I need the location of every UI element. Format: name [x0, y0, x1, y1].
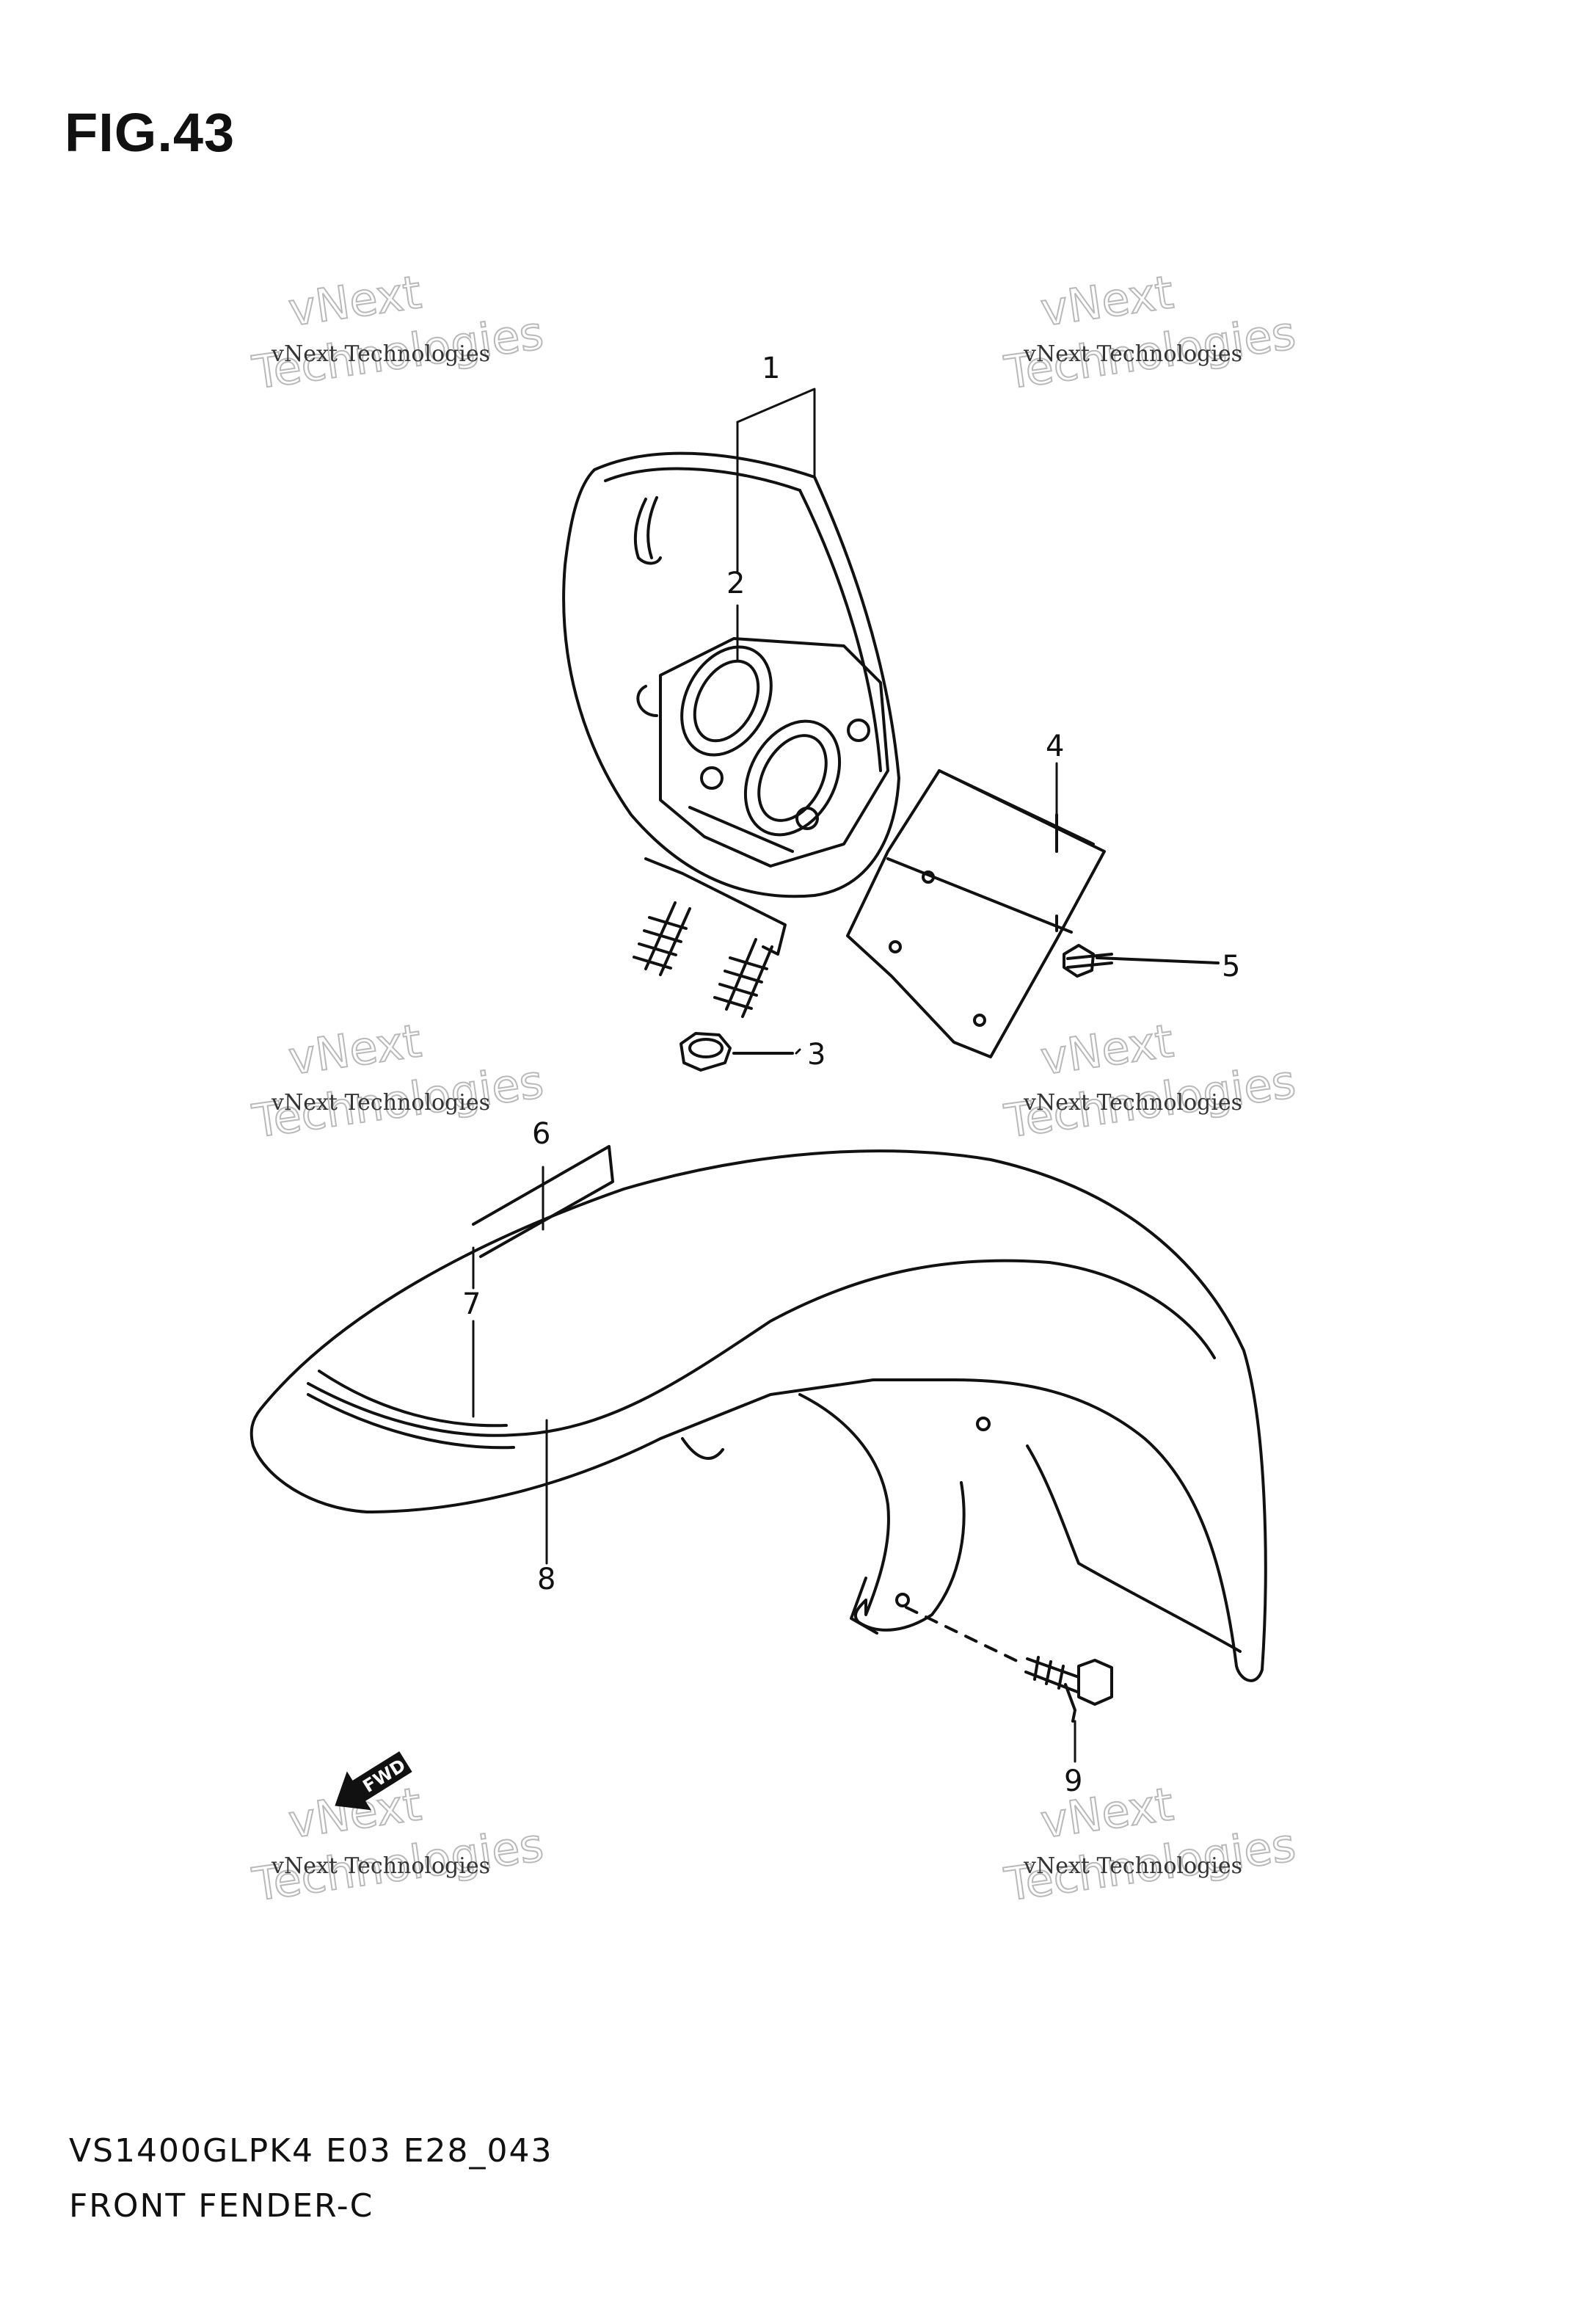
model-code: VS1400GLPK4 E03 E28_043 — [69, 2132, 553, 2170]
svg-text:vNext Technologies: vNext Technologies — [271, 1853, 490, 1879]
front-fender-part-8 — [249, 1149, 1267, 1682]
watermark-top-right: vNext Technologies vNext Technologies — [1000, 264, 1300, 400]
watermark-top-left: vNext Technologies vNext Technologies — [248, 264, 547, 400]
mounting-stud-left — [633, 901, 691, 976]
mounting-base-part-2 — [636, 637, 889, 956]
bolt-part-9 — [905, 1606, 1113, 1723]
callout-8: 8 — [537, 1563, 555, 1596]
headlight-housing-part-1 — [562, 451, 900, 898]
svg-text:vNext Technologies: vNext Technologies — [271, 1090, 490, 1116]
watermark-bottom-left: vNext Technologies vNext Technologies — [248, 1776, 547, 1912]
callout-2: 2 — [726, 567, 745, 600]
leader-lines — [472, 388, 1076, 1763]
callout-5: 5 — [1222, 950, 1240, 984]
bracket-part-4 — [846, 769, 1106, 1058]
svg-text:vNext Technologies: vNext Technologies — [1023, 341, 1242, 367]
watermark-mid-right: vNext Technologies vNext Technologies — [1000, 1013, 1300, 1149]
callout-4: 4 — [1046, 730, 1064, 763]
callout-6: 6 — [532, 1117, 550, 1151]
callout-1: 1 — [762, 352, 780, 385]
figure-title: FIG.43 — [65, 102, 236, 163]
svg-text:vNext Technologies: vNext Technologies — [271, 341, 490, 367]
mounting-stud-right — [713, 938, 773, 1018]
nut-part-3 — [679, 1032, 794, 1072]
watermark-mid-left: vNext Technologies vNext Technologies — [248, 1013, 547, 1149]
bolt-part-5 — [1063, 944, 1220, 978]
callout-7: 7 — [462, 1287, 481, 1321]
svg-text:vNext Technologies: vNext Technologies — [1023, 1090, 1242, 1116]
callout-9: 9 — [1064, 1764, 1082, 1798]
watermark-bottom-right: vNext Technologies vNext Technologies — [1000, 1776, 1300, 1912]
callout-3: 3 — [807, 1038, 826, 1072]
svg-text:vNext Technologies: vNext Technologies — [1023, 1853, 1242, 1879]
diagram-title: FRONT FENDER-C — [69, 2187, 374, 2225]
decal-outline-part-6 — [472, 1145, 614, 1258]
